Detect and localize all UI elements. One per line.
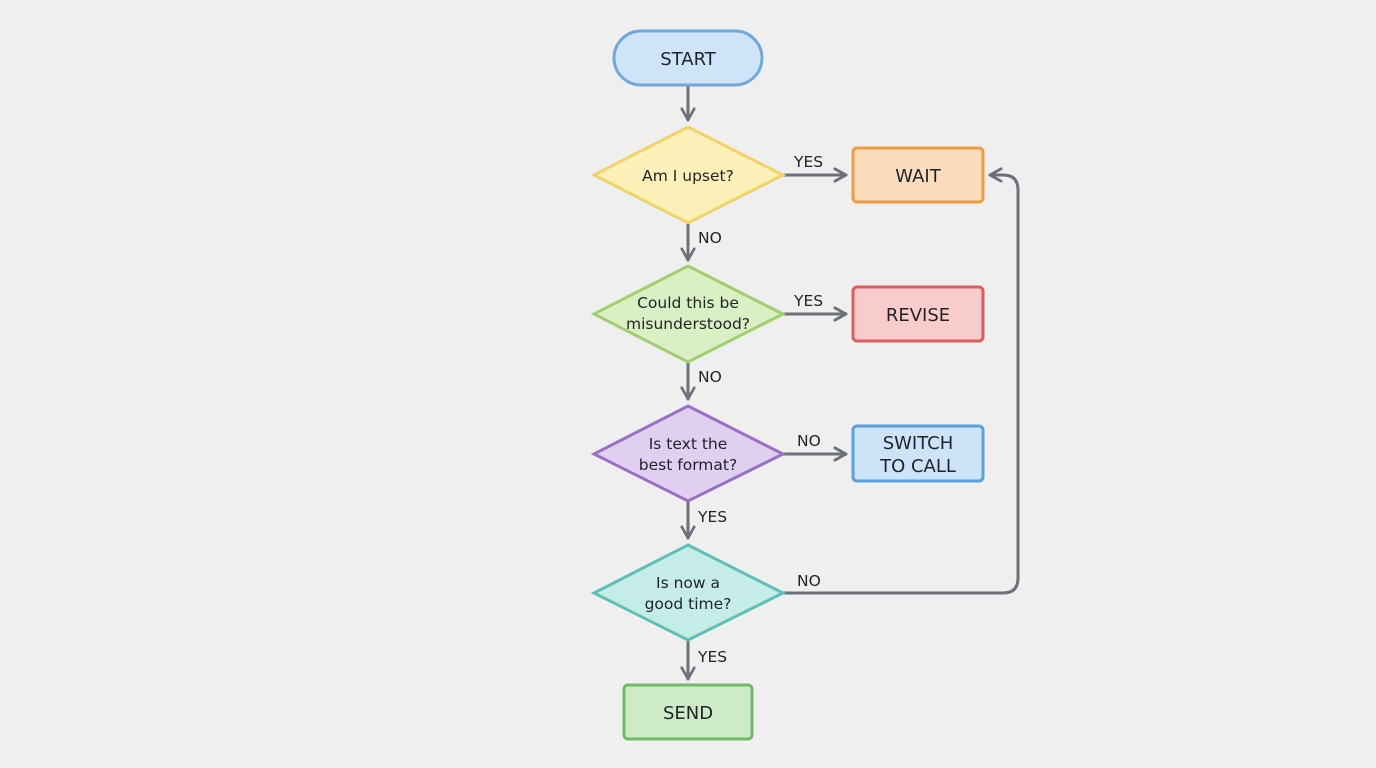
edge-labels: NO NO YES YES YES YES NO NO — [697, 153, 823, 666]
down-label-2: NO — [698, 368, 722, 386]
send-node: SEND — [622, 683, 754, 741]
down-label-4: YES — [697, 648, 727, 666]
decision-upset: Am I upset? — [590, 125, 787, 225]
down-label-3: YES — [697, 508, 727, 526]
decision-shape-upset — [590, 125, 787, 225]
start-node: START — [612, 29, 764, 87]
decision-label-time-line1: Is now a — [656, 574, 720, 592]
decision-shape-time — [590, 543, 787, 642]
decision-label-misunderstood-line1: Could this be — [637, 294, 739, 312]
side-label-4: NO — [797, 572, 821, 590]
decision-format: Is text the best format? — [590, 404, 787, 503]
connectors — [688, 84, 1020, 681]
decision-misunderstood: Could this be misunderstood? — [590, 264, 787, 364]
decision-shape-format — [590, 404, 787, 503]
side-label-1: YES — [793, 153, 823, 171]
start-label: START — [660, 49, 717, 70]
decision-label-format-line1: Is text the — [649, 435, 728, 453]
action-label-switch-line1: SWITCH — [883, 433, 954, 454]
send-label: SEND — [663, 703, 713, 724]
action-label-revise: REVISE — [886, 305, 950, 326]
decision-time: Is now a good time? — [590, 543, 787, 642]
action-shape-wait — [851, 146, 985, 204]
side-label-2: YES — [793, 292, 823, 310]
action-shape-revise — [851, 285, 985, 343]
decision-shape-misunderstood — [590, 264, 787, 364]
decision-label-time-line2: good time? — [645, 595, 732, 613]
decision-label-upset: Am I upset? — [642, 167, 734, 185]
start-shape — [612, 29, 764, 87]
edge-time-loop-to-wait — [782, 175, 1020, 595]
action-label-switch-line2: TO CALL — [879, 456, 956, 477]
action-shape-switch-to-call — [851, 424, 985, 483]
action-wait: WAIT — [851, 146, 985, 204]
down-label-1: NO — [698, 229, 722, 247]
side-label-3: NO — [797, 432, 821, 450]
action-switch-to-call: SWITCH TO CALL — [851, 424, 985, 483]
send-shape — [622, 683, 754, 741]
action-revise: REVISE — [851, 285, 985, 343]
decision-label-misunderstood-line2: misunderstood? — [626, 315, 750, 333]
decision-label-format-line2: best format? — [639, 456, 737, 474]
action-label-wait: WAIT — [895, 166, 941, 187]
